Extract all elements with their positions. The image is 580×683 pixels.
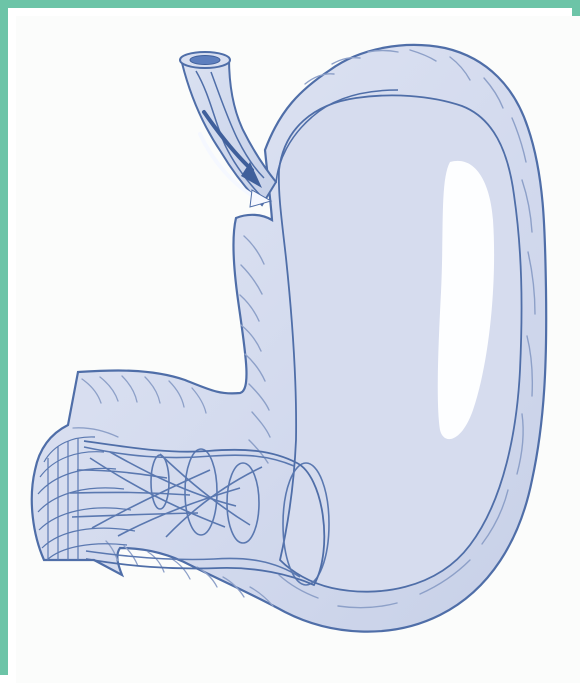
- esophagus-icon: [180, 52, 276, 205]
